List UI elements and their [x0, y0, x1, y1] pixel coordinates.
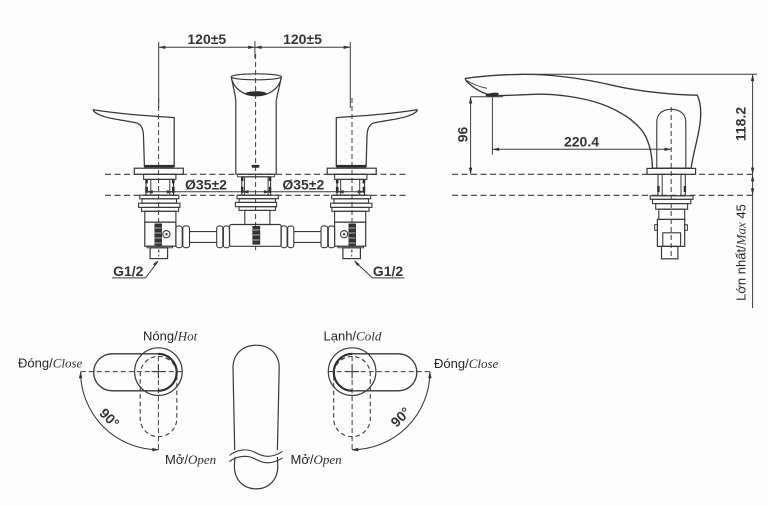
svg-text:220.4: 220.4 [564, 133, 599, 149]
svg-text:Nóng/Hot: Nóng/Hot [143, 329, 198, 344]
svg-text:Mở/Open: Mở/Open [291, 452, 342, 467]
svg-text:G1/2: G1/2 [113, 263, 144, 279]
svg-text:Ø35±2: Ø35±2 [282, 177, 324, 193]
svg-text:Ø35±2: Ø35±2 [185, 177, 227, 193]
svg-text:118.2: 118.2 [733, 107, 749, 141]
svg-text:Lạnh/Cold: Lạnh/Cold [324, 329, 382, 344]
svg-text:120±5: 120±5 [187, 31, 226, 47]
svg-text:120±5: 120±5 [283, 31, 322, 47]
svg-text:Mở/Open: Mở/Open [165, 452, 216, 467]
svg-text:Đóng/Close: Đóng/Close [434, 356, 499, 371]
svg-text:96: 96 [455, 127, 471, 143]
svg-text:Đóng/Close: Đóng/Close [18, 355, 83, 370]
svg-text:G1/2: G1/2 [373, 263, 404, 279]
svg-text:Lớn nhất/Max 45: Lớn nhất/Max 45 [734, 204, 749, 301]
